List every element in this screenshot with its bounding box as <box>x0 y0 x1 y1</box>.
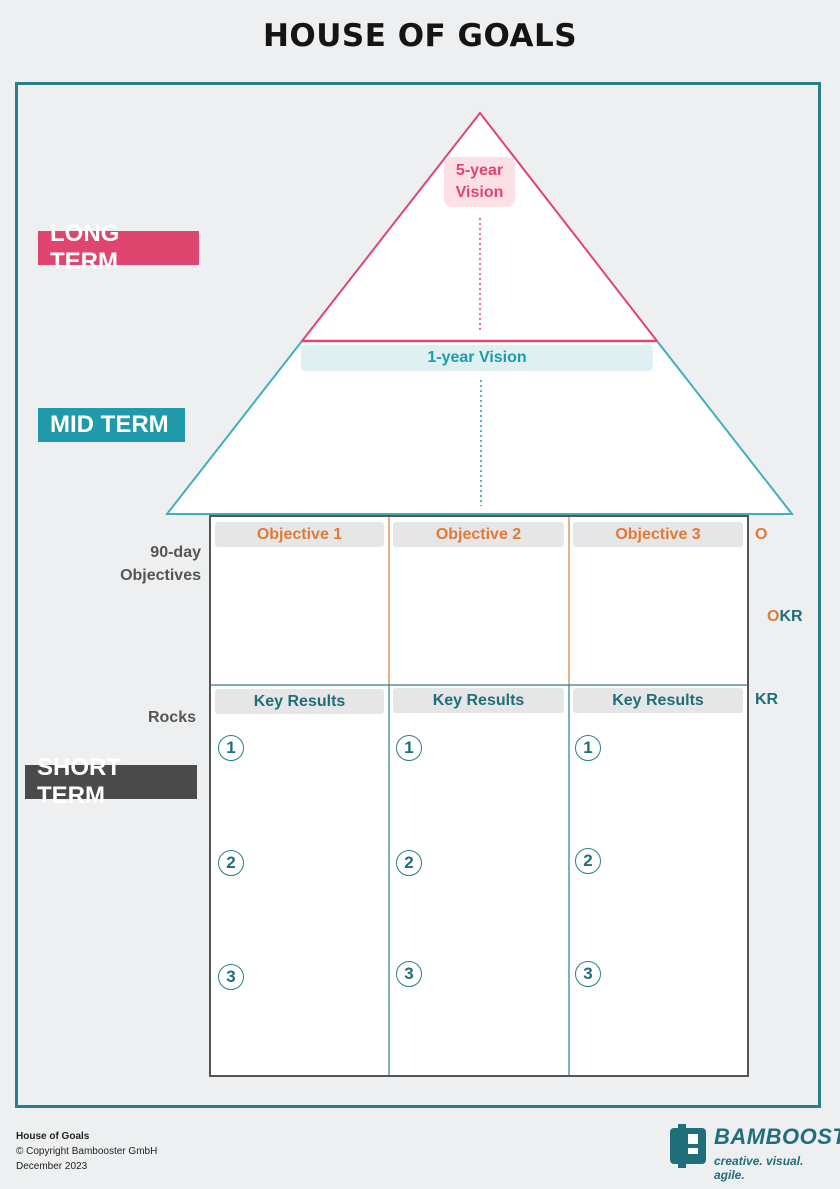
footer-date: December 2023 <box>16 1161 88 1172</box>
mid-term-label: MID TERM <box>38 408 185 442</box>
okr-tag: OKR <box>767 608 803 626</box>
page-title: HOUSE OF GOALS <box>262 18 578 54</box>
one-year-vision-label: 1-year Vision <box>301 345 653 371</box>
rock-number-1-col1: 1 <box>218 735 244 761</box>
footer-title: House of Goals <box>16 1131 90 1142</box>
o-tag: O <box>755 526 768 543</box>
bambooster-logo-icon <box>670 1124 706 1168</box>
bambooster-logo: BAMBOOSTER creative. visual. agile. <box>668 1124 840 1182</box>
five-year-vision-line1: 5-year <box>455 162 504 179</box>
five-year-vision-label: 5-year Vision <box>444 157 515 207</box>
kr-tag: KR <box>755 691 779 708</box>
objective-3-label: Objective 3 <box>573 522 743 547</box>
objective-2-label: Objective 2 <box>393 522 564 547</box>
rock-number-3-col3: 3 <box>575 961 601 987</box>
rock-number-1-col2: 1 <box>396 735 422 761</box>
objective-1-label: Objective 1 <box>215 522 384 547</box>
footer: House of Goals © Copyright Bambooster Gm… <box>16 1129 157 1174</box>
objectives-side-label: 90-day Objectives <box>100 541 201 587</box>
logo-tagline: creative. visual. agile. <box>714 1154 804 1182</box>
footer-copyright: © Copyright Bambooster GmbH <box>16 1146 158 1157</box>
rock-number-2-col1: 2 <box>218 850 244 876</box>
rock-number-1-col3: 1 <box>575 735 601 761</box>
logo-wordmark: BAMBOOSTER <box>714 1124 840 1149</box>
rock-number-3-col2: 3 <box>396 961 422 987</box>
rock-number-3-col1: 3 <box>218 964 244 990</box>
okr-tag-o: O <box>767 608 780 625</box>
key-results-2-label: Key Results <box>393 688 564 713</box>
house-body <box>209 515 749 1077</box>
long-term-label: LONG TERM <box>38 220 199 275</box>
five-year-vision-line2: Vision <box>455 184 504 201</box>
upper-roof <box>299 111 660 342</box>
okr-tag-kr: KR <box>779 608 803 625</box>
rock-number-2-col3: 2 <box>575 848 601 874</box>
rocks-label: Rocks <box>147 709 196 726</box>
short-term-label: SHORT TERM <box>25 754 197 809</box>
objectives-side-line1: 90-day <box>150 544 201 561</box>
key-results-1-label: Key Results <box>215 689 384 714</box>
rock-number-2-col2: 2 <box>396 850 422 876</box>
objectives-side-line2: Objectives <box>120 567 201 584</box>
house-frame <box>15 82 821 1108</box>
key-results-3-label: Key Results <box>573 688 743 713</box>
